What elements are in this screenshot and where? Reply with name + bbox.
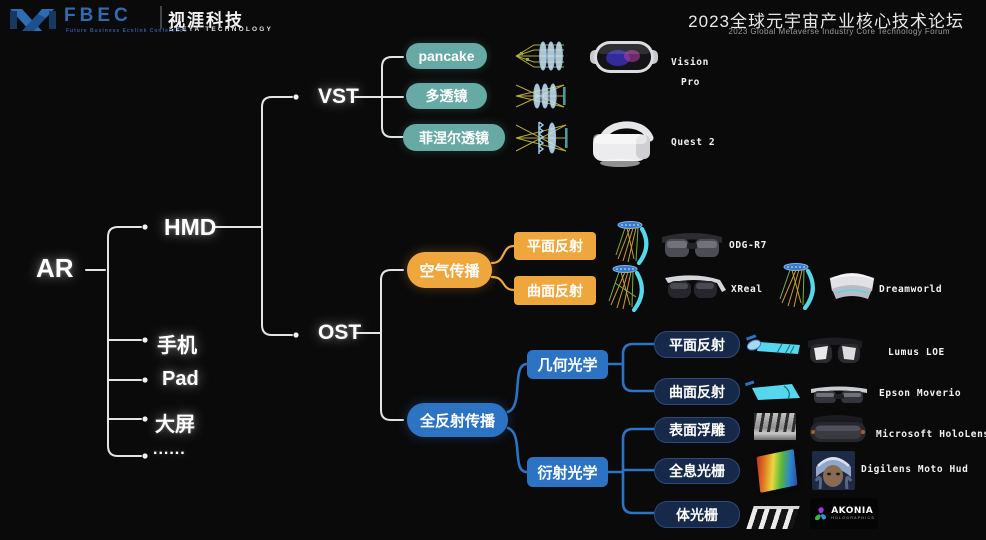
node-ost: OST	[318, 321, 362, 344]
forum-title-en: 2023 Global Metaverse Industry Core Tech…	[728, 27, 950, 36]
node-air-flat-reflection: 平面反射	[514, 232, 596, 260]
akonia-logo: AKONIA HOLOGRAPHICS	[810, 498, 878, 529]
node-diffractive-optics: 衍射光学	[527, 457, 608, 487]
node-pancake: pancake	[406, 43, 487, 69]
node-big-screen: 大屏	[155, 414, 195, 436]
vision-pro-label-line1: Vision	[671, 57, 709, 68]
dreamworld-image	[829, 273, 875, 299]
seeya-title-cn: 视涯科技	[168, 11, 244, 30]
odg-r7-image	[662, 233, 722, 257]
volume-grating-image	[746, 506, 800, 529]
lumus-loe-label: Lumus LOE	[888, 347, 945, 358]
quest-2-image	[593, 121, 654, 167]
xreal-image	[665, 275, 726, 298]
akonia-name: AKONIA	[831, 505, 874, 516]
vision-pro-image	[590, 41, 658, 73]
node-more: ......	[153, 441, 186, 458]
node-surface-relief: 表面浮雕	[654, 417, 740, 443]
hololens-label: Microsoft HoloLens	[876, 429, 986, 440]
node-fresnel: 菲涅尔透镜	[403, 124, 505, 151]
node-multi-lens: 多透镜	[406, 83, 487, 109]
node-geo-flat-reflection: 平面反射	[654, 331, 740, 358]
akonia-pinwheel-icon	[815, 506, 827, 520]
node-hmd: HMD	[164, 214, 217, 240]
waveguide-flat-icon	[745, 334, 800, 355]
node-air-curved-reflection: 曲面反射	[514, 276, 596, 305]
surface-relief-grating-image	[754, 413, 796, 440]
birdbath-optics-icon-dreamworld	[779, 263, 815, 310]
dreamworld-label: Dreamworld	[879, 284, 943, 295]
node-geometric-optics: 几何光学	[527, 350, 608, 379]
node-ar: AR	[36, 253, 74, 283]
forum-title-cn: 2023全球元宇宙产业核心技术论坛	[688, 12, 964, 31]
quest-2-label: Quest 2	[671, 137, 716, 148]
vision-pro-label-line2: Pro	[681, 77, 700, 88]
digilens-moto-hud-image	[812, 451, 855, 490]
multi-lens-diagram-icon	[515, 83, 566, 109]
fbec-tagline: Future Business Ecolink Conference	[66, 28, 188, 34]
fbec-x-logo-icon	[10, 9, 56, 31]
xreal-label: XReal	[731, 284, 763, 295]
hololens-image	[810, 415, 866, 442]
fbec-wordmark: FBEC	[64, 5, 132, 26]
header-divider	[160, 6, 162, 29]
birdbath-optics-icon-flat	[615, 221, 649, 265]
digilens-label: Digilens Moto Hud	[861, 464, 969, 475]
epson-moverio-image	[811, 386, 867, 403]
node-total-reflection: 全反射传播	[407, 403, 508, 437]
node-pad: Pad	[162, 368, 199, 390]
seeya-title-en: SEEYA TECHNOLOGY	[169, 26, 274, 33]
birdbath-optics-icon-curved	[608, 265, 644, 312]
node-phone: 手机	[157, 335, 197, 357]
node-air-transmission: 空气传播	[407, 252, 492, 288]
waveguide-curved-icon	[744, 380, 800, 400]
epson-moverio-label: Epson Moverio	[879, 388, 962, 399]
akonia-subtitle: HOLOGRAPHICS	[831, 515, 875, 520]
pancake-lens-diagram-icon	[515, 41, 564, 71]
node-volume-grating: 体光栅	[654, 501, 740, 528]
node-holographic-grating: 全息光栅	[654, 458, 740, 484]
node-geo-curved-reflection: 曲面反射	[654, 378, 740, 405]
lumus-loe-image	[808, 337, 862, 363]
odg-r7-label: ODG-R7	[729, 240, 767, 251]
node-vst: VST	[318, 85, 359, 108]
fresnel-lens-diagram-icon	[515, 121, 568, 154]
